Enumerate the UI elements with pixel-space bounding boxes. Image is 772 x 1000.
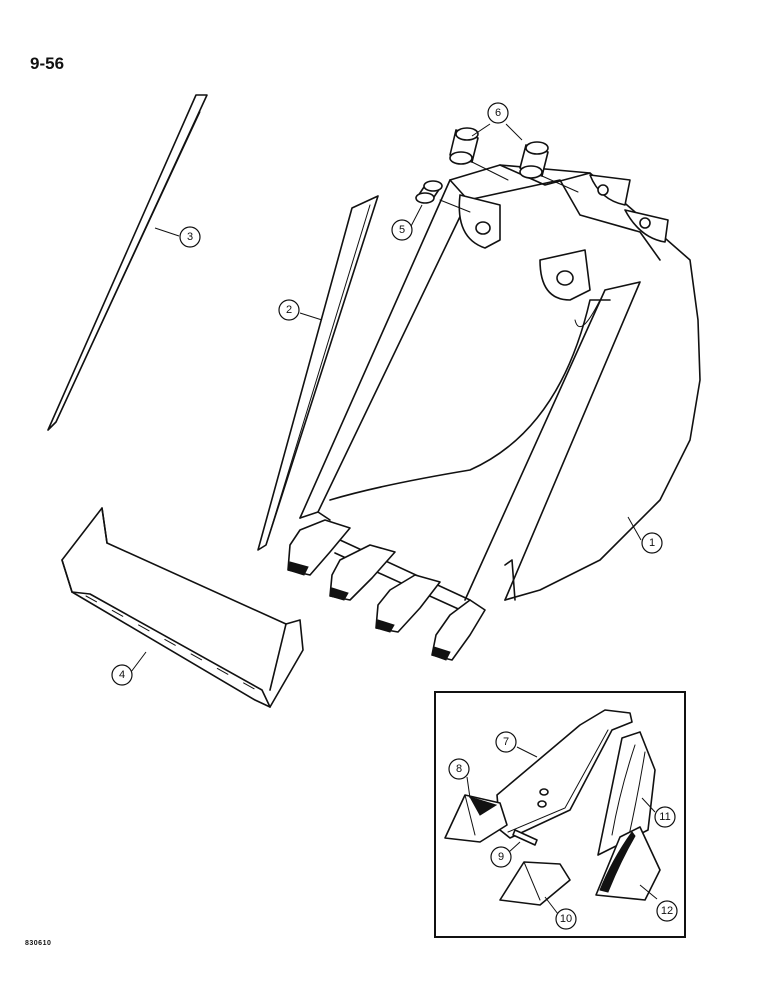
svg-text:9: 9 <box>498 851 504 863</box>
svg-text:4: 4 <box>119 669 125 681</box>
cutting-edge <box>61 507 304 708</box>
svg-text:5: 5 <box>399 224 405 236</box>
svg-text:2: 2 <box>286 304 292 316</box>
callout-9: 9 <box>490 846 512 868</box>
callout-10: 10 <box>555 908 577 930</box>
svg-text:12: 12 <box>661 905 673 917</box>
svg-text:3: 3 <box>187 231 193 243</box>
callout-4: 4 <box>111 664 133 686</box>
tooth-tip-a <box>444 794 508 843</box>
tooth-tip-d <box>595 826 661 901</box>
bucket <box>287 164 701 661</box>
svg-text:8: 8 <box>456 763 462 775</box>
tooth-tip-b <box>499 861 571 906</box>
wear-strip-long <box>47 94 208 431</box>
bushings-pair <box>449 127 579 193</box>
svg-text:1: 1 <box>649 537 655 549</box>
callout-1: 1 <box>641 532 663 554</box>
callout-5: 5 <box>391 219 413 241</box>
inset-frame <box>434 691 686 938</box>
retaining-pin <box>512 829 538 846</box>
callout-2: 2 <box>278 299 300 321</box>
page-number: 9-56 <box>30 54 65 73</box>
bushing-small <box>415 180 471 213</box>
svg-text:10: 10 <box>560 913 572 925</box>
tooth-adapter <box>496 709 633 839</box>
svg-text:7: 7 <box>503 736 509 748</box>
svg-text:6: 6 <box>495 107 501 119</box>
wear-strip-short <box>257 195 379 551</box>
callout-8: 8 <box>448 758 470 780</box>
drawing-code: 830610 <box>25 940 52 947</box>
callout-11: 11 <box>654 806 676 828</box>
callout-7: 7 <box>495 731 517 753</box>
callout-6: 6 <box>487 102 509 124</box>
callout-3: 3 <box>179 226 201 248</box>
callout-12: 12 <box>656 900 678 922</box>
svg-text:11: 11 <box>659 811 670 823</box>
